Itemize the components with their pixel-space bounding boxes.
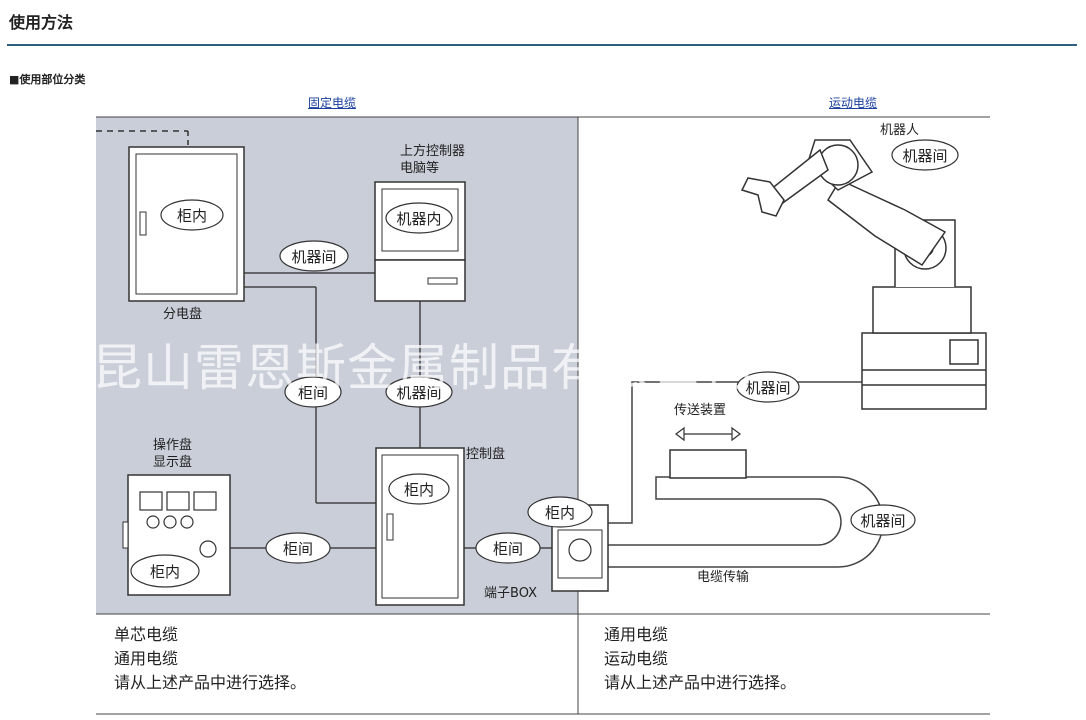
chain-bubble: 机器间 xyxy=(860,512,905,530)
op-caption-2: 显示盘 xyxy=(153,454,192,470)
left-note-line-3: 请从上述产品中进行选择。 xyxy=(114,673,306,692)
link-robot-bubble: 机器间 xyxy=(745,379,790,397)
fixed-cable-link[interactable]: 固定电缆 xyxy=(308,96,357,110)
chain-caption: 电缆传输 xyxy=(697,569,749,585)
panel-handle xyxy=(139,211,147,236)
ctrl-handle xyxy=(386,513,394,541)
pc-caption-2: 电脑等 xyxy=(400,160,439,176)
link-ctrl-box-bubble: 柜间 xyxy=(493,540,523,558)
op-caption-1: 操作盘 xyxy=(153,437,192,453)
dist-panel-bubble: 柜内 xyxy=(177,207,207,225)
robot-caption: 机器人 xyxy=(880,123,919,138)
ctrl-caption: 控制盘 xyxy=(466,446,505,462)
link-left-vertical-bubble: 柜间 xyxy=(298,384,328,402)
terminal-caption: 端子BOX xyxy=(484,586,537,601)
left-note-line-2: 通用电缆 xyxy=(114,649,178,668)
right-note-line-3: 请从上述产品中进行选择。 xyxy=(604,673,796,692)
link-pc-ctrl-bubble: 机器间 xyxy=(396,384,441,402)
terminal-bubble: 柜内 xyxy=(545,504,575,522)
left-note-line-1: 单芯电缆 xyxy=(114,625,178,644)
link-dist-pc-bubble: 机器间 xyxy=(291,248,336,266)
section-label: ■使用部位分类 xyxy=(9,73,86,86)
pc-bubble: 机器内 xyxy=(396,210,441,228)
op-bubble: 柜内 xyxy=(150,563,180,581)
robot-arm xyxy=(740,139,987,410)
right-note-line-1: 通用电缆 xyxy=(604,625,668,644)
title-divider xyxy=(7,44,1077,46)
robot-bubble: 机器间 xyxy=(902,147,947,165)
conveyor-arrow xyxy=(675,426,741,442)
page-title: 使用方法 xyxy=(9,13,74,32)
conveyor-caption: 传送装置 xyxy=(674,403,726,418)
moving-cable-link[interactable]: 运动电缆 xyxy=(829,96,878,110)
dist-panel-caption: 分电盘 xyxy=(163,306,202,322)
conveyor-device xyxy=(669,449,747,479)
link-op-ctrl-bubble: 柜间 xyxy=(283,540,313,558)
ctrl-bubble: 柜内 xyxy=(404,481,434,499)
pc-caption-1: 上方控制器 xyxy=(400,143,465,159)
right-note-line-2: 运动电缆 xyxy=(604,649,668,668)
